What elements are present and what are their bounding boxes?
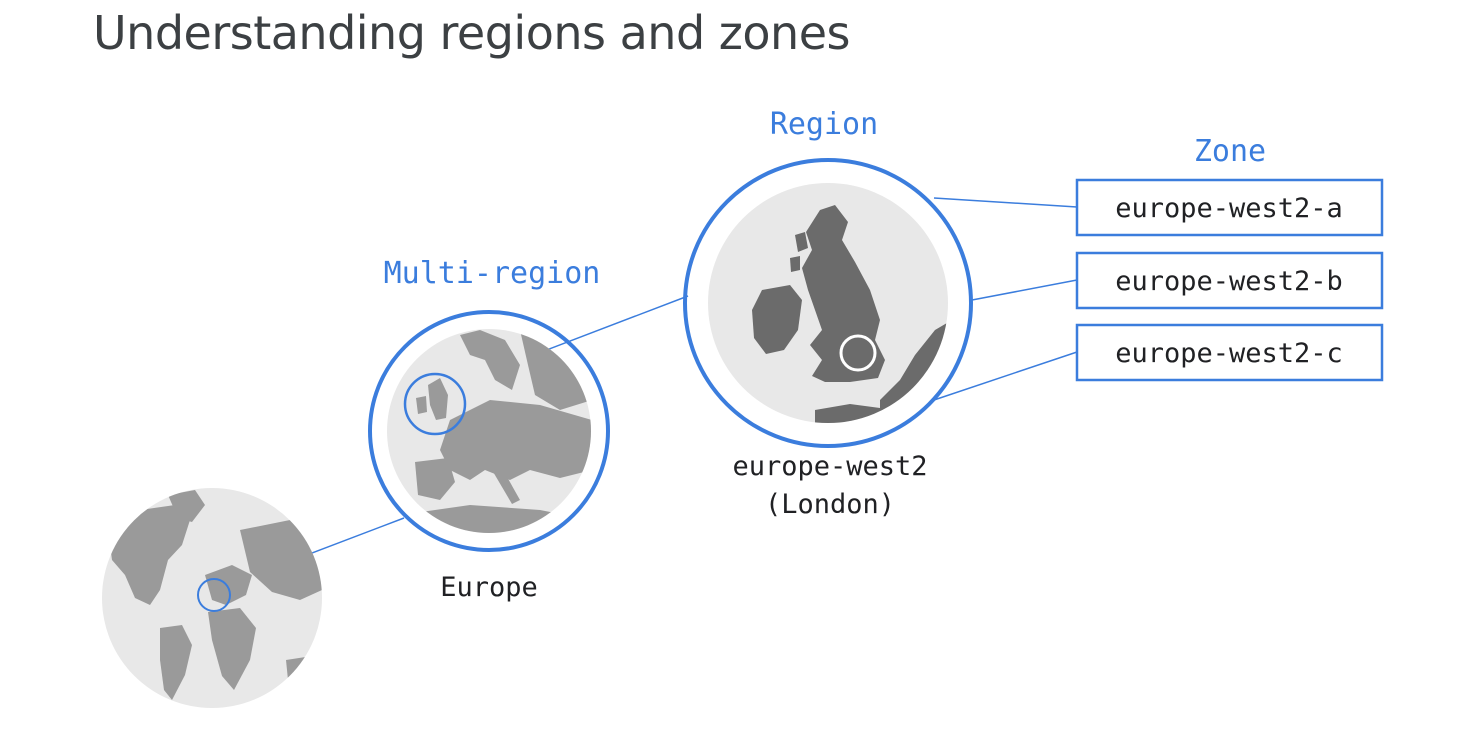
europe-highlight-circle — [403, 372, 467, 436]
zone-label-b: europe-west2-b — [1115, 266, 1343, 297]
zone-label-c: europe-west2-c — [1115, 338, 1343, 369]
zone-box-c: europe-west2-c — [1075, 323, 1384, 382]
world-globe — [102, 488, 322, 708]
zone-label-a: europe-west2-a — [1115, 193, 1343, 224]
connector-region-to-zone-a — [933, 197, 1078, 208]
region-globe — [683, 158, 973, 448]
region-caption-line2: (London) — [765, 489, 895, 520]
europe-globe — [368, 310, 610, 552]
london-highlight-circle — [839, 334, 877, 372]
zone-heading: Zone — [1194, 134, 1266, 169]
zone-box-a: europe-west2-a — [1075, 178, 1384, 237]
connector-region-to-zone-c — [933, 351, 1078, 401]
region-caption-line1: europe-west2 — [732, 451, 927, 482]
multi-region-heading: Multi-region — [384, 256, 601, 291]
connector-region-to-zone-b — [971, 279, 1078, 301]
multi-region-caption: Europe — [440, 572, 538, 603]
world-highlight-circle — [197, 578, 231, 612]
region-heading: Region — [770, 107, 878, 142]
slide-title: Understanding regions and zones — [93, 6, 850, 60]
zone-box-b: europe-west2-b — [1075, 251, 1384, 310]
